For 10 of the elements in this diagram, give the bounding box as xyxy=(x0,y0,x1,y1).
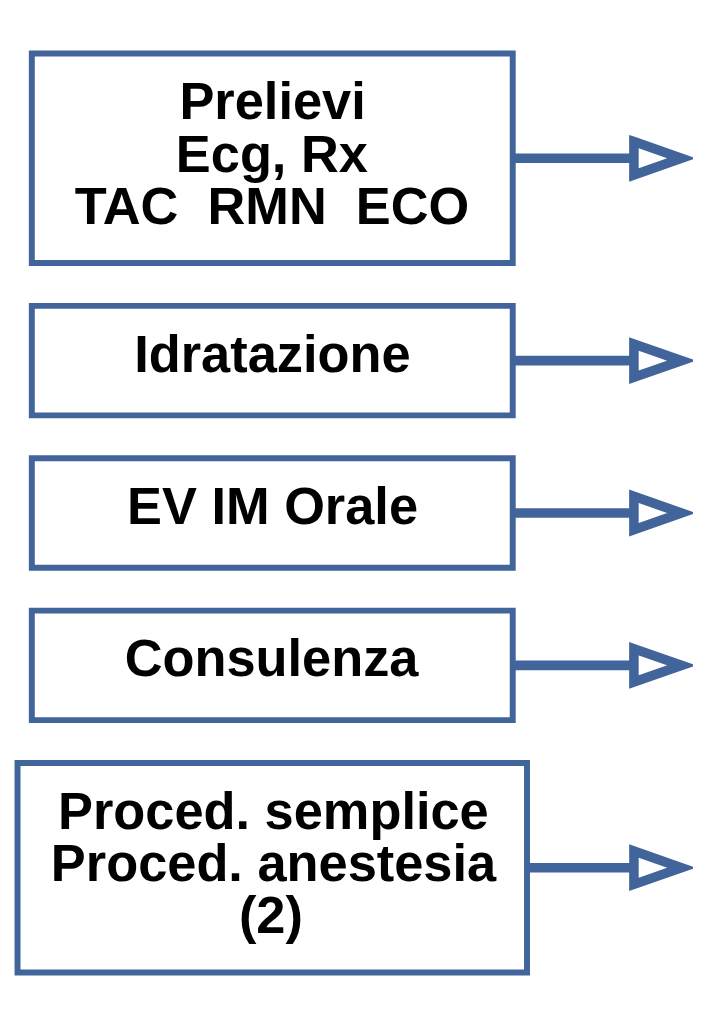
node-box: Idratazione xyxy=(28,302,516,419)
arrow xyxy=(527,844,693,892)
node-box: Consulenza xyxy=(28,607,516,724)
node-box: EV IM Orale xyxy=(28,455,516,571)
arrow xyxy=(513,337,693,384)
node-box: Proced. semplice Proced. anestesia (2) xyxy=(14,760,530,976)
arrow xyxy=(513,134,693,182)
arrow xyxy=(513,489,693,537)
node-box: Prelievi Ecg, Rx TAC RMN ECO xyxy=(28,50,516,266)
arrow xyxy=(513,642,693,689)
